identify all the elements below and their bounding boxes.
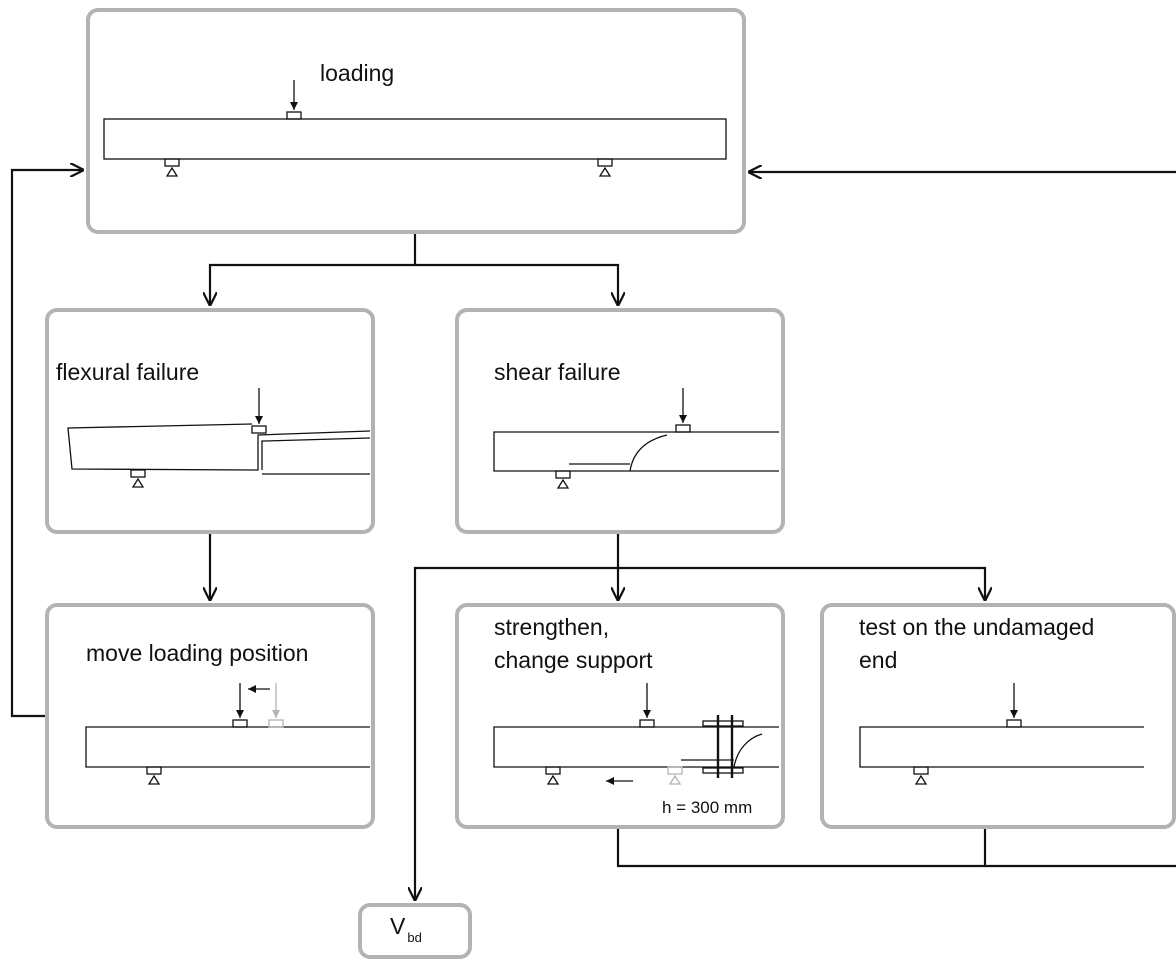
connector-shear-to-result [415, 566, 618, 901]
beam [493, 726, 779, 768]
support-plate [555, 470, 571, 479]
shear-failure-box [455, 308, 785, 534]
support-triangle [131, 477, 145, 488]
support-plate [545, 766, 561, 775]
load-plate [1006, 719, 1022, 728]
loading-label: loading [320, 60, 395, 86]
strengthening-clamp-bottom [702, 767, 744, 774]
shear-beam-sketch [493, 388, 779, 489]
old-load-plate [268, 719, 284, 728]
support-plate [130, 469, 146, 478]
old-support-plate [667, 766, 683, 775]
load-plate [286, 111, 302, 120]
load-plate [232, 719, 248, 728]
move-loading-label: move loading position [86, 640, 309, 666]
beam-right-half [261, 437, 371, 470]
beam [85, 726, 370, 768]
strengthening-clamp-top [702, 720, 744, 727]
undamaged-end-box [820, 603, 1176, 829]
strengthen-box [455, 603, 785, 829]
old-support-triangle [668, 774, 682, 785]
beam-left-half [67, 423, 371, 471]
strengthen-label-line1: strengthen, [494, 614, 610, 640]
support-triangle [147, 774, 161, 785]
strengthen-beam-sketch [493, 683, 779, 785]
result-box [358, 903, 472, 959]
move-loading-beam-sketch [85, 683, 370, 785]
load-plate [251, 425, 267, 434]
loading-box [86, 8, 746, 234]
support-plate [913, 766, 929, 775]
shear-failure-label: shear failure [494, 359, 621, 385]
load-plate [675, 424, 691, 433]
flexural-beam-sketch [67, 388, 371, 488]
flexural-failure-box [45, 308, 375, 534]
beam [493, 431, 779, 472]
dimension-label: h = 300 mm [662, 798, 753, 817]
support-triangle-right [598, 166, 612, 177]
loading-beam-sketch [103, 80, 727, 177]
support-triangle [914, 774, 928, 785]
undamaged-beam-sketch [859, 683, 1144, 785]
connector-shear-to-undamaged [618, 566, 985, 601]
support-triangle [556, 478, 570, 489]
undamaged-label-line1: test on the undamaged [859, 614, 1095, 640]
result-symbol: V [390, 913, 406, 939]
strengthen-label-line2: change support [494, 647, 653, 673]
support-plate-left [164, 158, 180, 167]
connector-loading-to-flexural [210, 234, 417, 306]
connector-loading-to-shear [415, 263, 618, 306]
connector-bottom-loop [616, 829, 1176, 868]
support-triangle-left [165, 166, 179, 177]
load-plate [639, 719, 655, 728]
support-triangle [546, 774, 560, 785]
connector-move-to-loading [10, 170, 84, 718]
flow-connectors [10, 170, 1176, 901]
move-loading-box [45, 603, 375, 829]
shear-crack [629, 434, 668, 472]
beam [859, 726, 1144, 768]
support-plate [146, 766, 162, 775]
flexural-failure-label: flexural failure [56, 359, 200, 385]
beam [103, 118, 727, 160]
support-plate-right [597, 158, 613, 167]
shear-crack [733, 733, 763, 768]
undamaged-label-line2: end [859, 647, 898, 673]
result-subscript: bd [407, 930, 422, 945]
